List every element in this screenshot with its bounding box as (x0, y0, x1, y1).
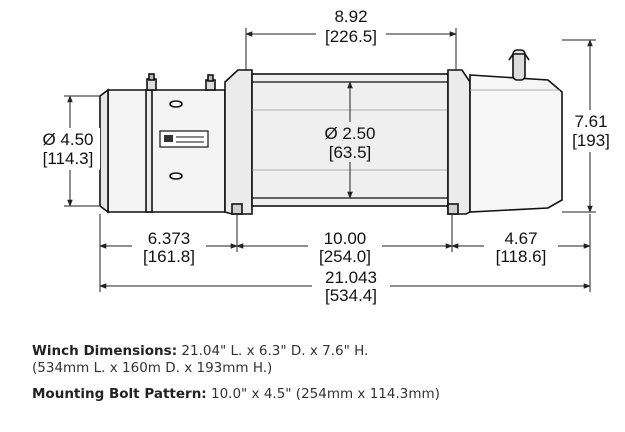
motor-terminals (146, 73, 216, 91)
label-height-mm: [193] (572, 131, 610, 150)
mount-foot-right (447, 203, 459, 215)
dimension-labels: 8.92 [226.5] Ø 4.50 [114.3] Ø 2.50 [63.5… (36, 6, 618, 306)
motor-label-plate (159, 130, 209, 148)
label-right-in: 4.67 (504, 229, 537, 248)
mounting-bolt-pattern-label: Mounting Bolt Pattern: (32, 386, 207, 402)
label-center-in: 10.00 (324, 229, 367, 248)
label-left-mm: [161.8] (143, 247, 195, 266)
label-height-in: 7.61 (574, 112, 607, 131)
motor-housing (107, 89, 226, 213)
label-drum-dia-in: Ø 2.50 (324, 124, 375, 143)
winch-dimensions-line: Winch Dimensions: 21.04" L. x 6.3" D. x … (32, 343, 612, 360)
winch-dimensions-metric: (534mm L. x 160m D. x 193mm H.) (32, 360, 273, 376)
label-drum-dia-mm: [63.5] (329, 143, 372, 162)
right-drum-support (447, 69, 471, 215)
mounting-bolt-pattern-value: 10.0" x 4.5" (254mm x 114.3mm) (206, 386, 440, 402)
winch-dimensions-label: Winch Dimensions: (32, 343, 178, 359)
label-overall-in: 21.043 (325, 268, 377, 287)
left-drum-support (224, 69, 253, 215)
mount-foot-left (231, 203, 243, 215)
motor-vent-top (169, 100, 183, 108)
motor-end-cap (99, 88, 109, 214)
winch-dimensions-value: 21.04" L. x 6.3" D. x 7.6" H. (177, 343, 369, 359)
label-motor-dia-in: Ø 4.50 (42, 130, 93, 149)
mounting-bolt-pattern-line: Mounting Bolt Pattern: 10.0" x 4.5" (254… (32, 386, 612, 403)
label-drum-width-in: 8.92 (334, 7, 367, 26)
label-motor-dia-mm: [114.3] (43, 149, 94, 168)
winch-dimension-drawing: 8.92 [226.5] Ø 4.50 [114.3] Ø 2.50 [63.5… (36, 6, 618, 306)
gear-housing (469, 74, 563, 213)
motor-flange (145, 89, 153, 213)
label-drum-width-mm: [226.5] (325, 27, 377, 46)
motor-vent-bottom (169, 172, 183, 180)
label-left-in: 6.373 (148, 229, 191, 248)
label-right-mm: [118.6] (496, 247, 547, 266)
winch-specifications: Winch Dimensions: 21.04" L. x 6.3" D. x … (32, 343, 612, 403)
clutch-lever (508, 49, 530, 81)
label-center-mm: [254.0] (319, 247, 371, 266)
label-overall-mm: [534.4] (325, 286, 377, 305)
